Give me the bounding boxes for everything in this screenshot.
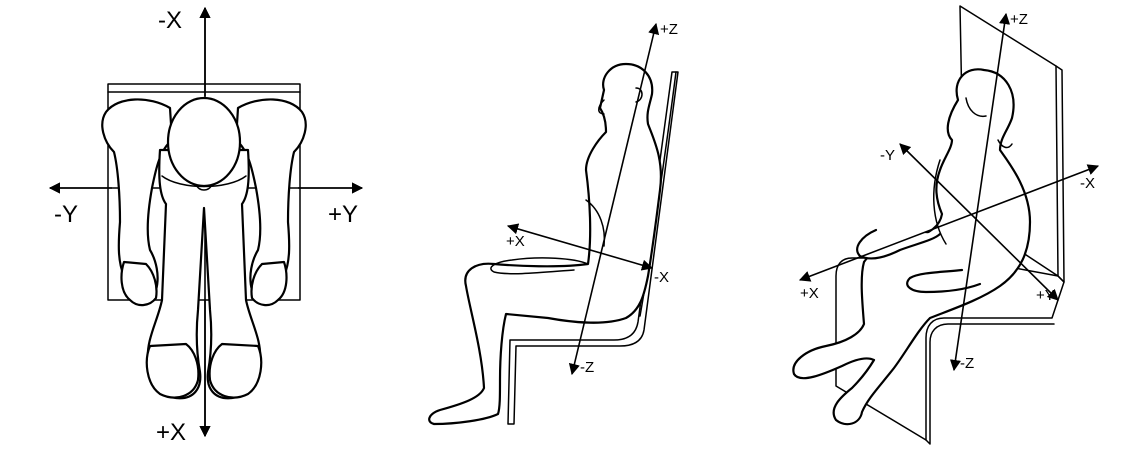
x-axis (798, 164, 1100, 282)
label-neg-x: -X (654, 269, 669, 286)
label-neg-y: -Y (880, 147, 895, 164)
label-pos-x: +X (506, 233, 525, 250)
label-pos-x: +X (156, 419, 186, 446)
top-view-figure: -X +X -Y +Y (48, 6, 364, 446)
label-neg-z: -Z (580, 359, 594, 376)
side-view-person (429, 64, 661, 424)
label-neg-z: -Z (960, 355, 974, 372)
label-neg-x: -X (1080, 175, 1095, 192)
label-neg-x: -X (158, 7, 182, 34)
label-pos-z: +Z (660, 21, 678, 38)
isometric-view-figure: +Z -Z -Y +Y -X +X (793, 6, 1100, 444)
label-neg-y: -Y (54, 201, 78, 228)
label-pos-z: +Z (1010, 11, 1028, 28)
label-pos-x: +X (800, 285, 819, 302)
label-pos-y: +Y (328, 201, 358, 228)
x-axis (506, 223, 654, 271)
label-pos-y: +Y (1036, 287, 1055, 304)
head (168, 98, 240, 186)
top-view-person (102, 98, 305, 398)
z-axis (568, 22, 660, 376)
side-view-figure: +Z -Z +X -X (429, 21, 678, 424)
isometric-view-person (793, 69, 1030, 424)
